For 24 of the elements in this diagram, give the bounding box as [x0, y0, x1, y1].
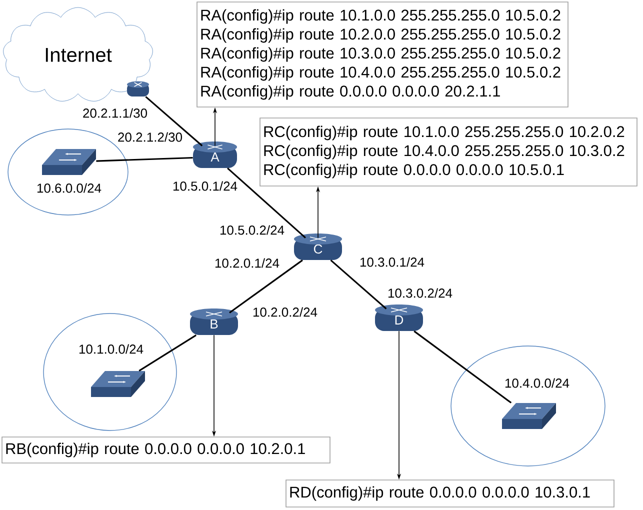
network-link [227, 168, 306, 238]
interface-address: 10.5.0.1/24 [173, 181, 238, 191]
network-link [138, 334, 197, 372]
config-box: RB(config)#ip route 0.0.0.0 0.0.0.0 10.2.0.1 [2, 436, 330, 464]
interface-address: 10.2.0.1/24 [215, 258, 280, 268]
interface-address: 20.2.1.2/30 [118, 132, 182, 142]
interface-address: 10.3.0.1/24 [360, 257, 424, 267]
config-box: RD(config)#ip route 0.0.0.0 0.0.0.0 10.3.0.1 [286, 480, 614, 508]
switch-icon [42, 148, 96, 175]
switch-icon [91, 370, 145, 397]
network-link [145, 96, 203, 146]
network-link [229, 260, 303, 314]
interface-address: 20.2.1.1/30 [83, 108, 148, 118]
switch-icon [502, 402, 556, 429]
network-link [330, 260, 387, 310]
config-box: RC(config)#ip route 10.1.0.0 255.255.255.0 10.2.0.2 RC(config)#ip route 10.4.0.0 255.255.255.0 10.3.0.2 RC(config)#ip route 0.0.0.0 0.0.0.0 10.5.0.1 [260, 118, 638, 186]
cloud: Internet [3, 7, 153, 102]
interface-address: 10.5.0.2/24 [220, 225, 284, 235]
network-link [96, 156, 193, 162]
interface-address: 10.2.0.2/24 [253, 307, 318, 317]
router-icon [127, 81, 149, 96]
interface-address: 10.3.0.2/24 [388, 288, 452, 298]
network-link [414, 330, 512, 404]
config-box: RA(config)#ip route 10.1.0.0 255.255.255.0 10.5.0.2 RA(config)#ip route 10.2.0.0 255.255.255.0 10.5.0.2 RA(config)#ip route 10.3.0.0 255.255.255.0 10.5.0.2 RA(config)#ip route 10.4.0.0 255.255.255.0 10.5.0.2 RA(config)#ip route 0.0.0.0 0.0.0.0 20.2.1.1 [196, 2, 568, 108]
